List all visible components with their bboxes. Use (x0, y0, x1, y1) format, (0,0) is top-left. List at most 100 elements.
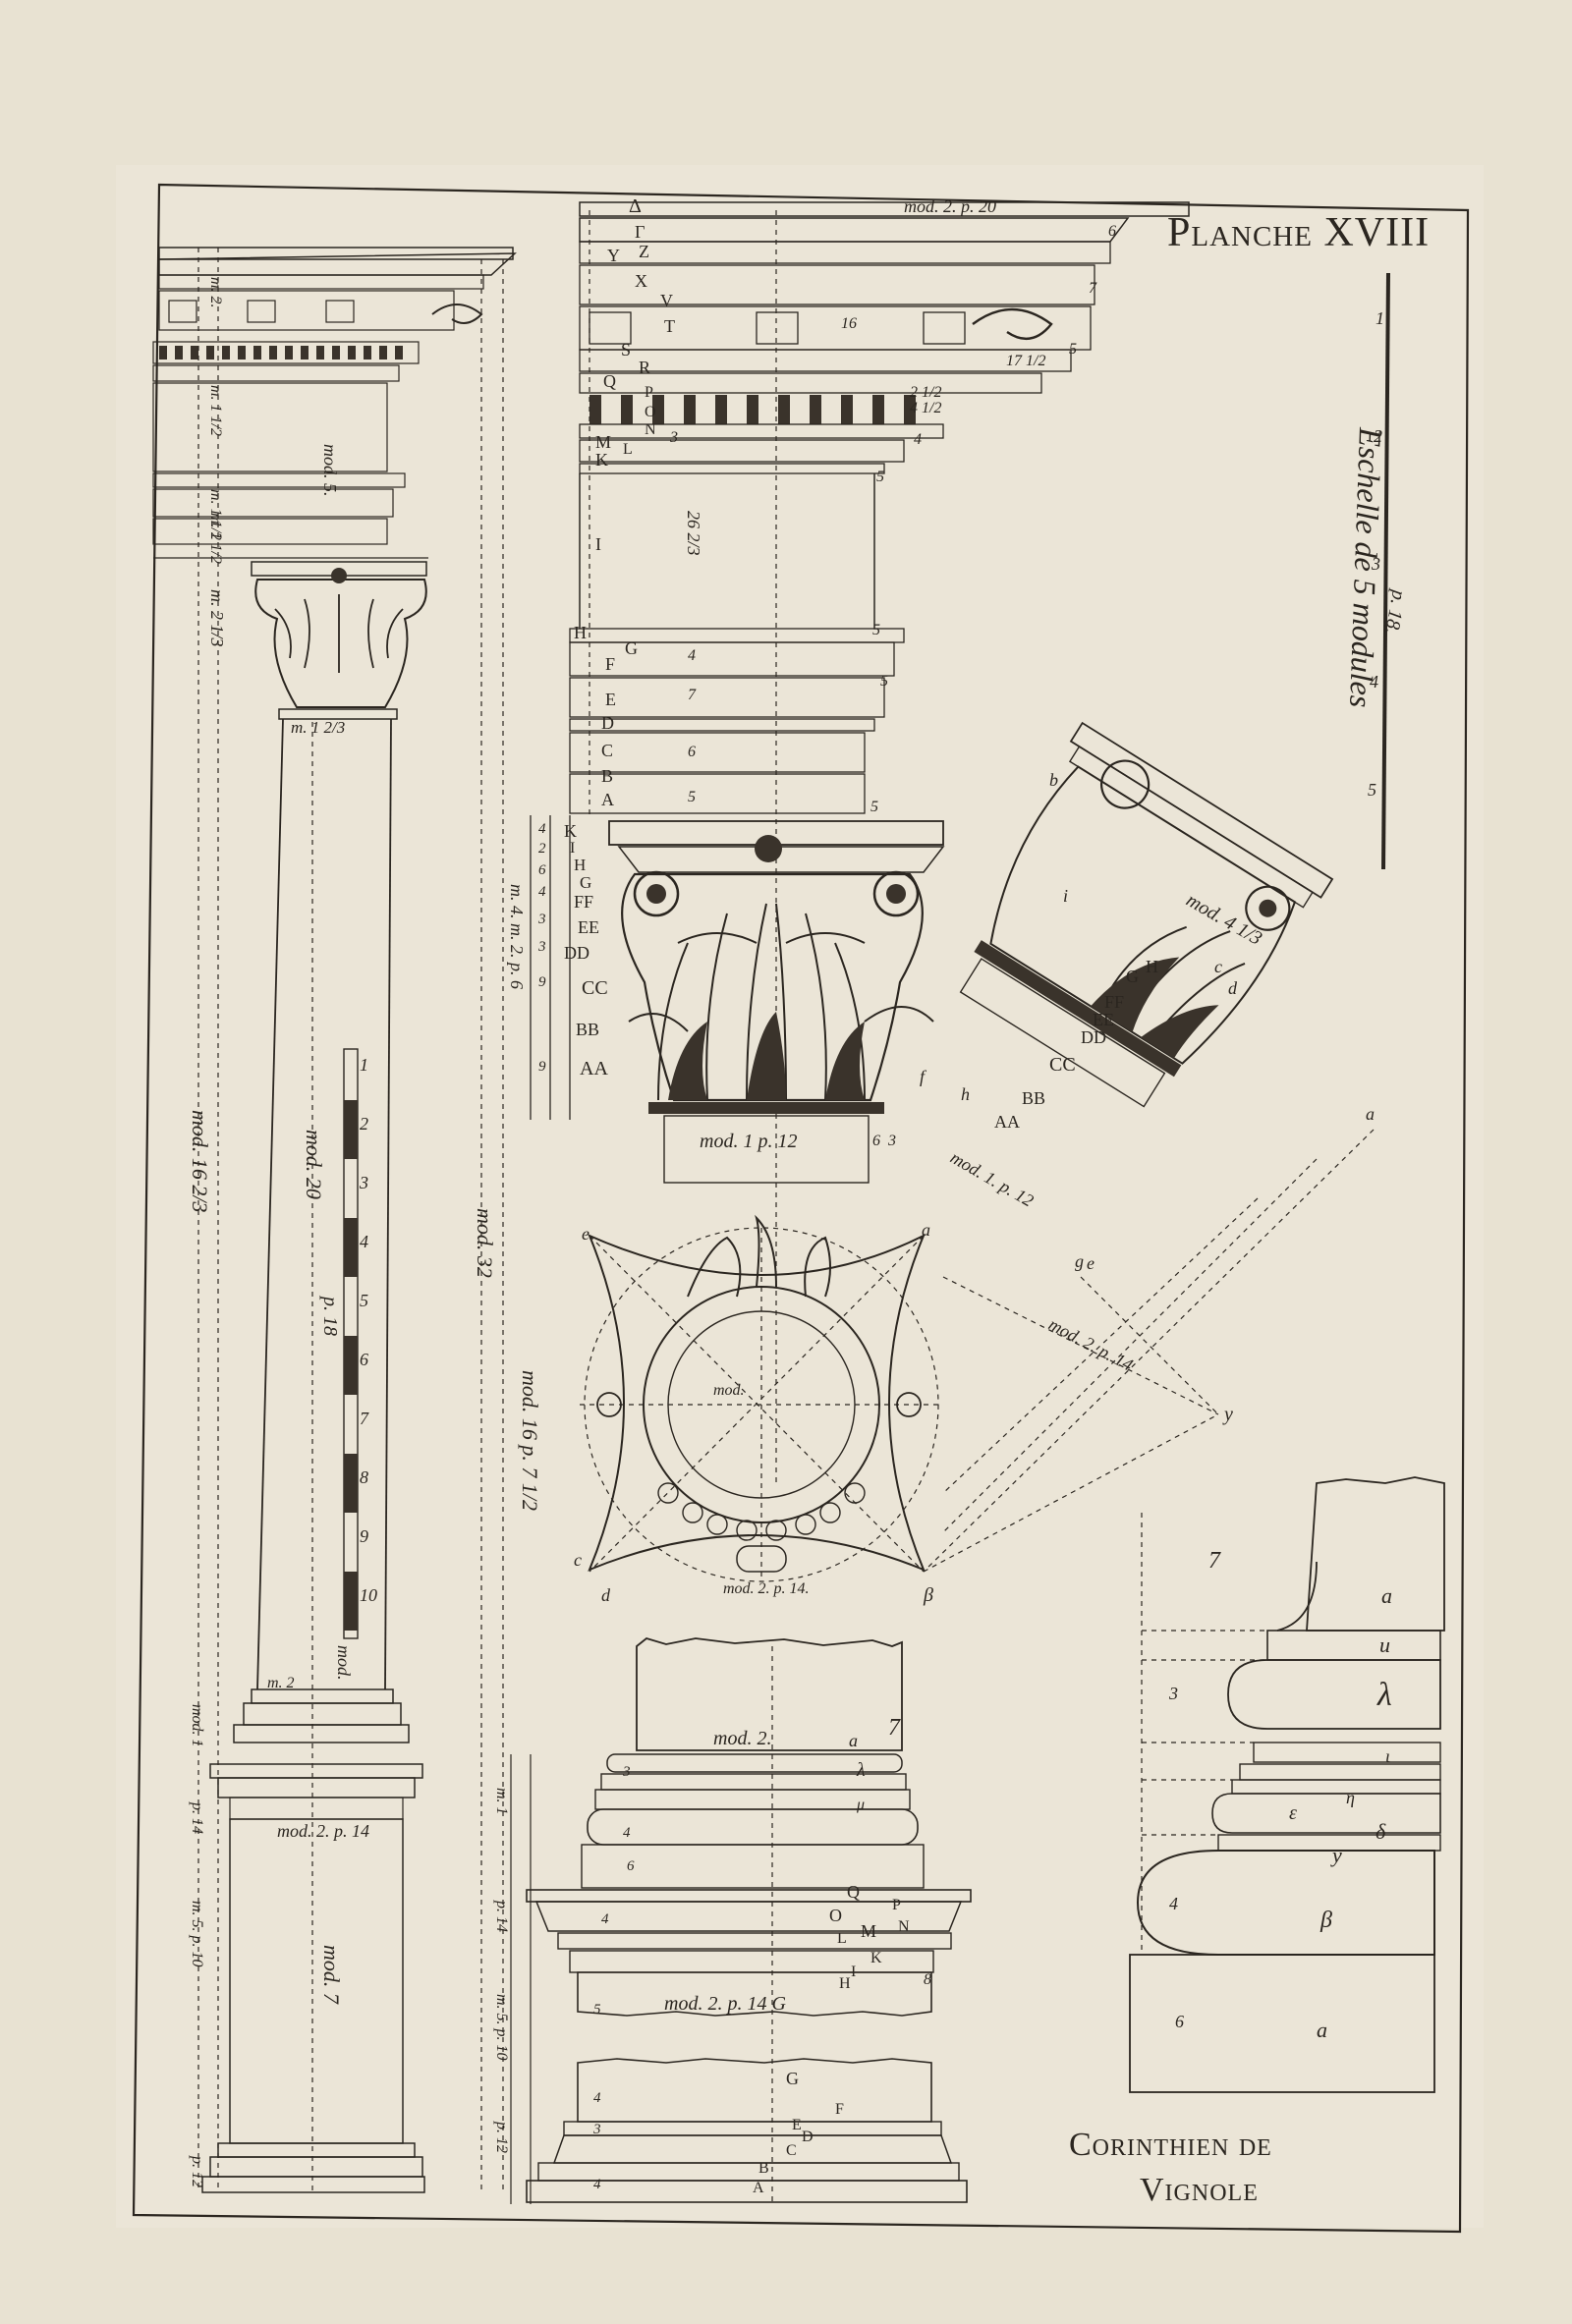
pedestal-number: 3 (592, 2122, 601, 2137)
molding-letter: Q (603, 371, 616, 391)
capital-detail (530, 815, 945, 1184)
plan-corners: e a c d β (574, 1220, 933, 1606)
molding-number: 5 (688, 789, 696, 805)
profile-label: ε (1289, 1802, 1297, 1824)
corner-letter: c (1214, 957, 1222, 976)
capital-letter: H (574, 856, 586, 874)
profile-label: a (1381, 1583, 1392, 1608)
pedestal-side-label: m. 1 (493, 1788, 510, 1815)
capital-number: 4 (538, 884, 546, 900)
base-width-label: m. 2 (267, 1675, 295, 1691)
pedestal-letter: F (835, 2101, 844, 2118)
corner-letter: a (1366, 1104, 1375, 1124)
entablature-top-label: mod. 2. p. 20 (904, 196, 996, 216)
molding-number: 5 (870, 799, 878, 815)
pedestal-label: m. 5. p. 10 (189, 1901, 205, 1967)
pedestal-number: 4 (623, 1825, 631, 1841)
perspective-letters: H G FF EE DD CC BB AA (994, 957, 1158, 1132)
base-profile-labels: 7 a u λ 3 ι β 4 6 a y δ ε η (1168, 1548, 1392, 2042)
perspective-letter: AA (994, 1112, 1020, 1132)
capital-width-label: m. 1 2/3 (291, 718, 345, 737)
plan-bottom-label: mod. 2. p. 14. (723, 1580, 810, 1597)
pedestal-detail (510, 1637, 972, 2204)
molding-number: 5 (872, 622, 880, 638)
pedestal-letter: M (861, 1921, 876, 1941)
molding-letter: N (645, 421, 656, 438)
column-elevation (152, 247, 517, 2193)
pedestal-height-label: mod. 7 (319, 1945, 344, 2005)
molding-number: 26 2/3 (684, 511, 703, 556)
pedestal-letter: I (851, 1964, 856, 1980)
profile-label: 6 (1175, 2012, 1184, 2031)
pedestal-letter: λ (856, 1759, 866, 1781)
molding-letter: Y (607, 246, 620, 265)
pedestal-letter: N (898, 1918, 910, 1935)
molding-number: 4 (688, 647, 696, 664)
molding-letter: V (660, 291, 673, 310)
capital-side-label: m. 4. (507, 884, 527, 919)
pedestal-letters: λ μ a Q P O N M L K I H G F E D C B A (753, 1731, 910, 2196)
scale-mark: 4 (1370, 672, 1378, 692)
pedestal-letter: μ (856, 1797, 865, 1813)
molding-letter: P (645, 384, 653, 401)
capital-number: 6 (538, 862, 546, 878)
capital-number: 9 (538, 974, 546, 990)
scale-mark: 5 (1368, 780, 1376, 800)
scale-mark: 2 (1374, 426, 1382, 446)
perspective-letter: CC (1049, 1054, 1076, 1076)
corner-letter: d (1228, 978, 1238, 998)
capital-number: 9 (538, 1059, 546, 1075)
capital-number: 6 (872, 1133, 880, 1149)
molding-letter: I (595, 534, 601, 554)
pedestal-letter: C (786, 2142, 797, 2159)
entablature-label: mod. 5. (320, 444, 340, 497)
perspective-letter: H (1146, 957, 1158, 976)
profile-label: λ (1376, 1677, 1392, 1713)
molding-number: 6 (688, 744, 696, 760)
ruler-mark: 8 (360, 1467, 368, 1487)
capital-letter: I (570, 840, 575, 857)
plate-caption-line1: Corinthien de (1069, 2127, 1272, 2163)
pedestal-letter: a (849, 1731, 858, 1750)
corner-letter: β (923, 1584, 933, 1606)
perspective-letter: G (1126, 967, 1139, 986)
profile-label: η (1346, 1788, 1355, 1807)
ruler-mark: 1 (360, 1055, 368, 1075)
molding-letter: G (625, 638, 638, 658)
pedestal-number: 4 (601, 1911, 609, 1927)
corner-letter: c (574, 1550, 582, 1570)
scale-mark: 1 (1376, 308, 1384, 328)
profile-label: 4 (1169, 1894, 1178, 1913)
capital-letter: EE (578, 917, 599, 937)
column-parts-label: mod. 16 p. 7 1/2 (518, 1370, 542, 1511)
perspective-letter: DD (1081, 1027, 1106, 1047)
capital-number: 4 (538, 821, 546, 837)
pedestal-letter: H (839, 1975, 851, 1992)
capital-letters: K I H G FF EE DD CC BB AA (564, 821, 608, 1079)
profile-label: ι (1385, 1746, 1390, 1766)
profile-label: β (1319, 1908, 1332, 1933)
pedestal-letter: P (892, 1897, 901, 1913)
perspective-letter: EE (1093, 1010, 1114, 1029)
molding-letter: H (574, 623, 587, 642)
pedestal-label: p. 14 (189, 1801, 205, 1834)
capital-numbers: 4 2 6 4 3 3 9 9 6 3 (537, 821, 896, 1149)
perspective-corners: a b c d e f g h i y (920, 770, 1375, 1425)
ruler-mark: 7 (360, 1409, 369, 1428)
scale-mark: 3 (1371, 554, 1380, 574)
profile-label: y (1330, 1843, 1342, 1867)
entablature-numbers: 6 7 16 17 1/2 5 4 2 1/2 4 1/2 3 5 26 2/3… (669, 223, 1116, 815)
profile-label: δ (1376, 1819, 1386, 1844)
base-profile (1129, 1476, 1445, 2093)
molding-letter: X (635, 271, 647, 291)
molding-number: 16 (841, 315, 857, 332)
corner-letter: a (922, 1220, 930, 1240)
pedestal-letter: B (758, 2160, 769, 2177)
molding-letter: O (645, 404, 656, 420)
pedestal-letter: K (870, 1950, 882, 1966)
pedestal-side-label: p. 14 (493, 1900, 510, 1932)
molding-letter: A (601, 790, 614, 809)
molding-letter: R (639, 358, 650, 377)
projection-lines (923, 1129, 1375, 1573)
pedestal-number: 4 (593, 2177, 601, 2192)
